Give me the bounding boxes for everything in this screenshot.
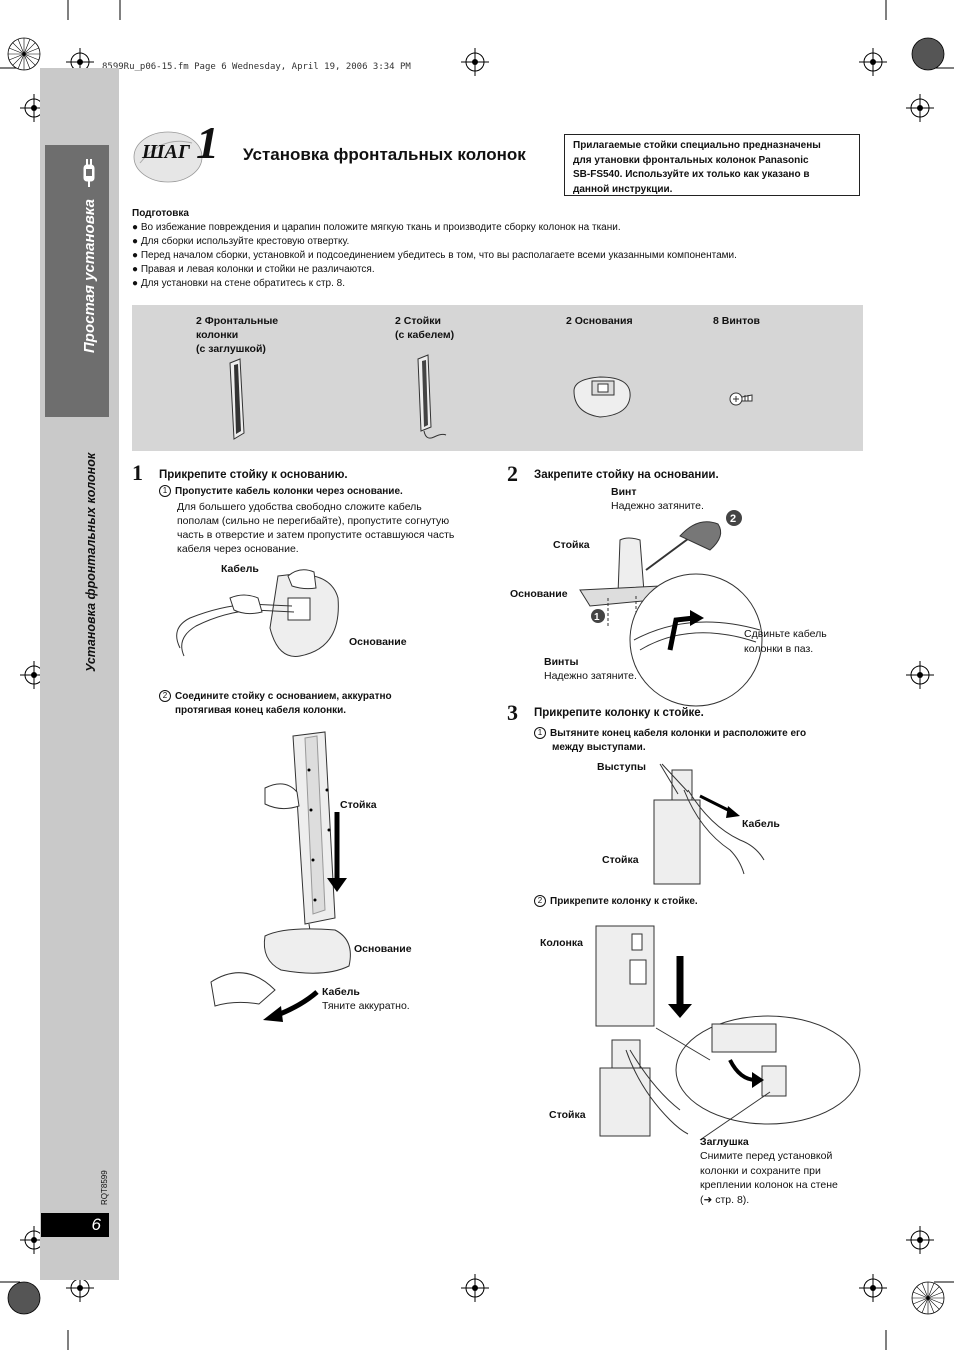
base-illustration — [573, 376, 631, 418]
fig1-cable-label: Кабель — [221, 563, 259, 575]
stand-label: Стойка — [553, 539, 590, 551]
step2-number: 2 — [507, 461, 518, 486]
step-logo-swirl — [133, 131, 203, 183]
tabs-label: Выступы — [597, 761, 646, 773]
stand-onto-base-figure — [210, 731, 351, 1022]
note-line: для утановки фронтальных колонок Panason… — [573, 154, 809, 166]
preparation: Подготовка ● Во избежание повреждения и … — [132, 207, 737, 291]
note-line: SB-FS540. Используйте их только как указ… — [573, 169, 810, 180]
screws-note: Надежно затяните. — [544, 670, 637, 682]
stand-label-3: Стойка — [602, 854, 639, 866]
plug-icon — [83, 159, 95, 187]
file-info: 8599Ru_p06-15.fm Page 6 Wednesday, April… — [102, 62, 411, 72]
step2-title: Закрепите стойку на основании. — [534, 469, 719, 481]
speaker-label: Колонка — [540, 937, 583, 949]
svg-text:2: 2 — [730, 513, 736, 525]
screw-label: Винт — [611, 486, 637, 498]
preparation-item: ● Правая и левая колонки и стойки не раз… — [132, 264, 375, 275]
fig2-base-label: Основание — [354, 943, 412, 955]
preparation-heading: Подготовка — [132, 208, 189, 219]
cable-label: Кабель — [742, 818, 780, 830]
step1-sub1-text: Для большего удобства свободно сложите к… — [177, 501, 455, 555]
screw-note: Надежно затяните. — [611, 500, 704, 512]
preparation-item: ● Для сборки используйте крестовую отвер… — [132, 236, 350, 247]
step-number: 1 — [196, 117, 219, 168]
step-word: ШАГ — [142, 141, 190, 163]
part-screws: 8 Винтов — [713, 315, 761, 327]
section-tab: Простая установка — [45, 145, 109, 417]
note-line: Прилагаемые стойки специально предназнач… — [573, 140, 821, 151]
fig2-pull-note: Тяните аккуратно. — [322, 1000, 410, 1012]
page-title: Установка фронтальных колонок — [243, 145, 526, 164]
attach-speaker-figure — [595, 925, 861, 1141]
step3-title: Прикрепите колонку к стойке. — [534, 707, 704, 719]
note-box: Прилагаемые стойки специально предназнач… — [564, 134, 860, 196]
fig2-cable-label: Кабель — [322, 986, 360, 998]
fig2-stand-label: Стойка — [340, 799, 377, 811]
preparation-item: ● Перед началом сборки, установкой и под… — [132, 250, 737, 261]
preparation-item: ● Во избежание повреждения и царапин пол… — [132, 222, 621, 233]
step3-number: 3 — [507, 700, 518, 725]
svg-text:1: 1 — [594, 612, 600, 623]
stand-label-4: Стойка — [549, 1109, 586, 1121]
speaker-illustration — [229, 358, 245, 440]
step1-number: 1 — [132, 460, 143, 485]
tab-title: Простая установка — [81, 199, 98, 353]
note-line: данной инструкции. — [573, 183, 673, 195]
cable-through-base-figure — [176, 569, 339, 657]
cap-label: Заглушка — [700, 1136, 749, 1148]
preparation-item: ● Для установки на стене обратитесь к ст… — [132, 278, 346, 289]
fasten-stand-figure: 2 1 — [579, 510, 763, 707]
section-title: Установка фронтальных колонок — [84, 452, 98, 672]
cable-between-tabs-figure — [653, 763, 765, 885]
page-number: 6 — [41, 1213, 109, 1237]
step1-title: Прикрепите стойку к основанию. — [159, 469, 348, 481]
doc-code: RQT8599 — [100, 1170, 109, 1205]
part-bases: 2 Основания — [566, 315, 633, 327]
base-label: Основание — [510, 588, 568, 600]
part-stands: 2 Стойки(с кабелем) — [395, 315, 455, 341]
stand-illustration — [417, 354, 447, 439]
screws-label: Винты — [544, 656, 579, 668]
screw-illustration — [729, 392, 753, 406]
fig1-base-label: Основание — [349, 636, 407, 648]
